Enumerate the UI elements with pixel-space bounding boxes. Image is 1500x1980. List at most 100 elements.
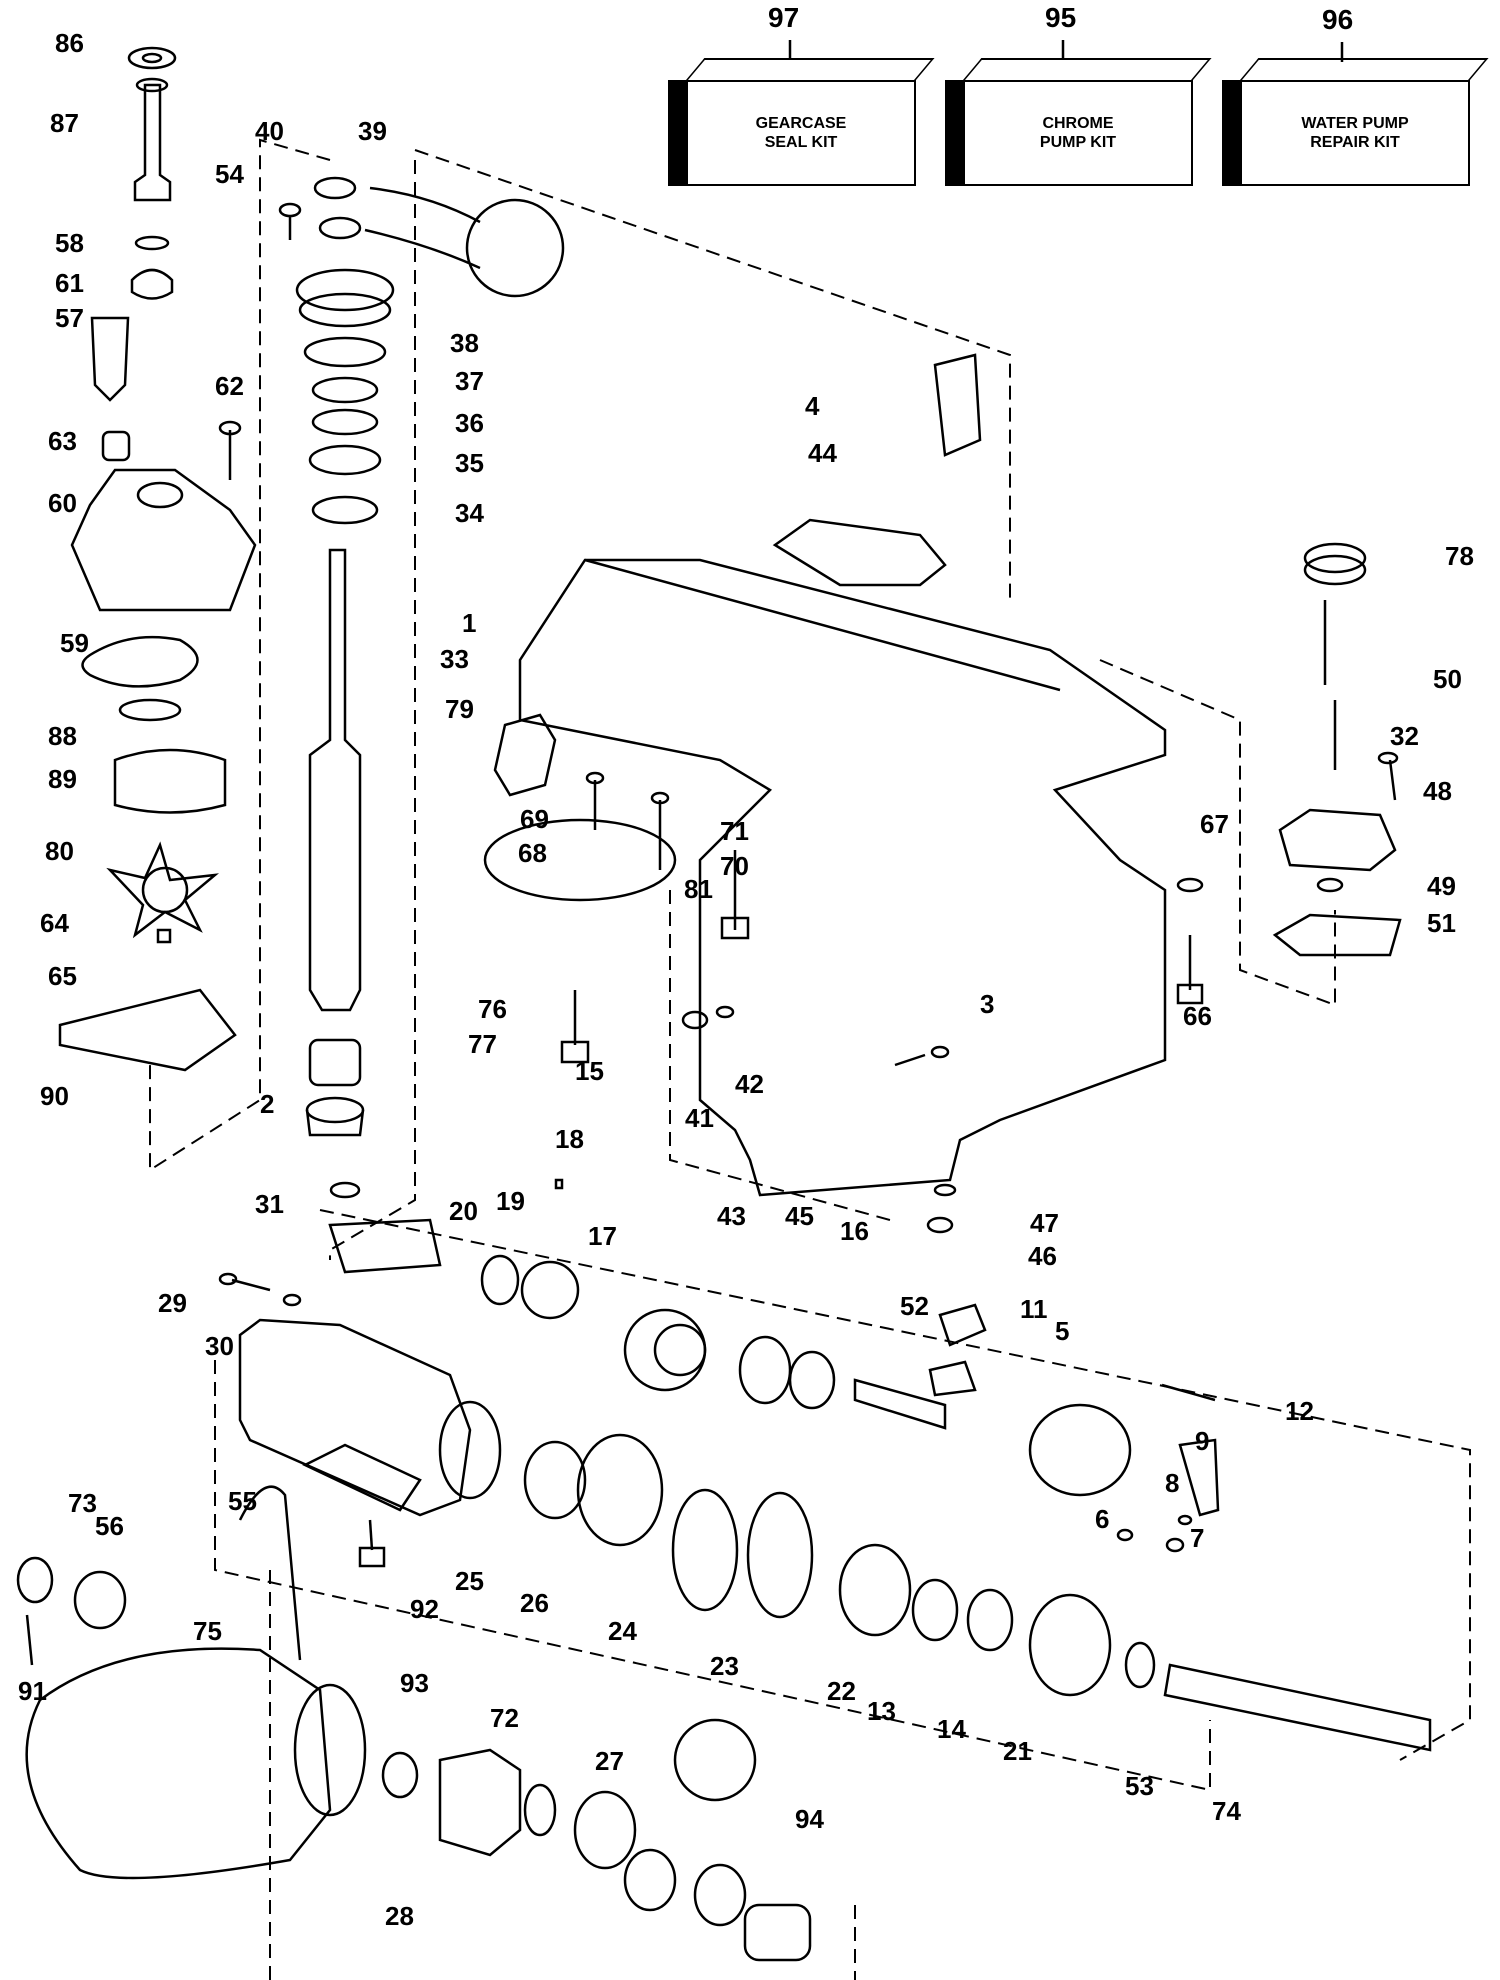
part-number-label: 42 [735,1069,764,1099]
part-number-label: 7 [1190,1523,1204,1553]
part-number-label: 55 [228,1486,257,1516]
part-number-label: 88 [48,721,77,751]
part-number-label: 29 [158,1288,187,1318]
part-number-label: 2 [260,1089,274,1119]
part-number-label: 22 [827,1676,856,1706]
part-number-label: 23 [710,1651,739,1681]
part-number-label: 38 [450,328,479,358]
part-number-label: 20 [449,1196,478,1226]
kit-label: CHROME PUMP KIT [1039,115,1117,151]
kit-box-water-pump-repair: WATER PUMP REPAIR KIT [1222,58,1489,188]
part-number-label: 72 [490,1703,519,1733]
part-number-label: 68 [518,838,547,868]
part-number-label: 92 [410,1594,439,1624]
kit-label: WATER PUMP REPAIR KIT [1301,115,1409,151]
part-number-label: 87 [50,108,79,138]
kit-number-96: 96 [1322,4,1354,35]
part-number-label: 56 [95,1511,124,1541]
part-number-label: 5 [1055,1316,1069,1346]
kit-box-side [945,80,965,186]
part-number-label: 11 [1020,1294,1048,1324]
part-number-label: 49 [1427,871,1456,901]
part-number-label: 67 [1200,809,1229,839]
part-number-label: 70 [720,851,749,881]
part-number-label: 44 [808,438,837,468]
part-number-label: 41 [685,1103,714,1133]
part-number-label: 94 [795,1804,824,1834]
part-number-label: 77 [468,1029,497,1059]
part-number-label: 35 [455,448,484,478]
part-number-label: 52 [900,1291,929,1321]
part-number-label: 26 [520,1588,549,1618]
part-number-label: 19 [496,1186,525,1216]
part-number-label: 4 [805,391,820,421]
part-number-label: 16 [840,1216,869,1246]
part-number-label: 78 [1445,541,1474,571]
part-number-label: 61 [55,268,84,298]
kit-box-side [1222,80,1242,186]
part-number-label: 27 [595,1746,624,1776]
part-number-label: 18 [555,1124,584,1154]
part-number-label: 25 [455,1566,484,1596]
part-number-label: 79 [445,694,474,724]
part-number-label: 36 [455,408,484,438]
part-number-label: 60 [48,488,77,518]
part-number-label: 81 [684,874,713,904]
part-number-label: 17 [588,1221,617,1251]
part-number-label: 66 [1183,1001,1212,1031]
kit-box-face: CHROME PUMP KIT [963,80,1193,186]
part-number-label: 65 [48,961,77,991]
part-number-label: 74 [1212,1796,1241,1826]
part-number-label: 58 [55,228,84,258]
part-number-label: 43 [717,1201,746,1231]
part-number-label: 30 [205,1331,234,1361]
part-number-label: 57 [55,303,84,333]
part-number-label: 89 [48,764,77,794]
kit-number-97: 97 [768,2,800,33]
part-number-label: 80 [45,836,74,866]
part-number-label: 64 [40,908,69,938]
kit-number-95: 95 [1045,2,1077,33]
part-number-label: 40 [255,116,284,146]
kit-label: GEARCASE SEAL KIT [755,115,847,151]
kit-box-face: GEARCASE SEAL KIT [686,80,916,186]
part-number-label: 62 [215,371,244,401]
part-number-label: 53 [1125,1771,1154,1801]
part-number-label: 90 [40,1081,69,1111]
part-number-label: 71 [720,816,749,846]
part-number-label: 59 [60,628,89,658]
part-number-label: 73 [68,1488,97,1518]
part-number-label: 47 [1030,1208,1059,1238]
kit-box-side [668,80,688,186]
part-number-label: 91 [18,1676,47,1706]
part-number-label: 6 [1095,1504,1109,1534]
part-number-label: 15 [575,1056,604,1086]
part-number-label: 86 [55,28,84,58]
part-number-label: 34 [455,498,484,528]
part-number-label: 8 [1165,1468,1179,1498]
kit-box-chrome-pump: CHROME PUMP KIT [945,58,1212,188]
part-number-label: 12 [1285,1396,1314,1426]
part-number-label: 76 [478,994,507,1024]
part-number-label: 63 [48,426,77,456]
part-number-label: 50 [1433,664,1462,694]
part-number-label: 3 [980,989,994,1019]
part-number-label: 46 [1028,1241,1057,1271]
kit-box-gearcase-seal: GEARCASE SEAL KIT [668,58,935,188]
part-number-label: 33 [440,644,469,674]
part-number-label: 1 [462,608,476,638]
part-number-label: 31 [255,1189,284,1219]
part-number-label: 13 [867,1696,896,1726]
part-number-label: 24 [608,1616,637,1646]
part-number-label: 51 [1427,908,1456,938]
part-number-label: 37 [455,366,484,396]
part-number-label: 39 [358,116,387,146]
part-number-label: 54 [215,159,244,189]
part-number-label: 75 [193,1616,222,1646]
part-number-label: 14 [937,1714,966,1744]
part-number-label: 9 [1195,1426,1209,1456]
part-number-label: 45 [785,1201,814,1231]
part-number-label: 28 [385,1901,414,1931]
part-number-label: 93 [400,1668,429,1698]
